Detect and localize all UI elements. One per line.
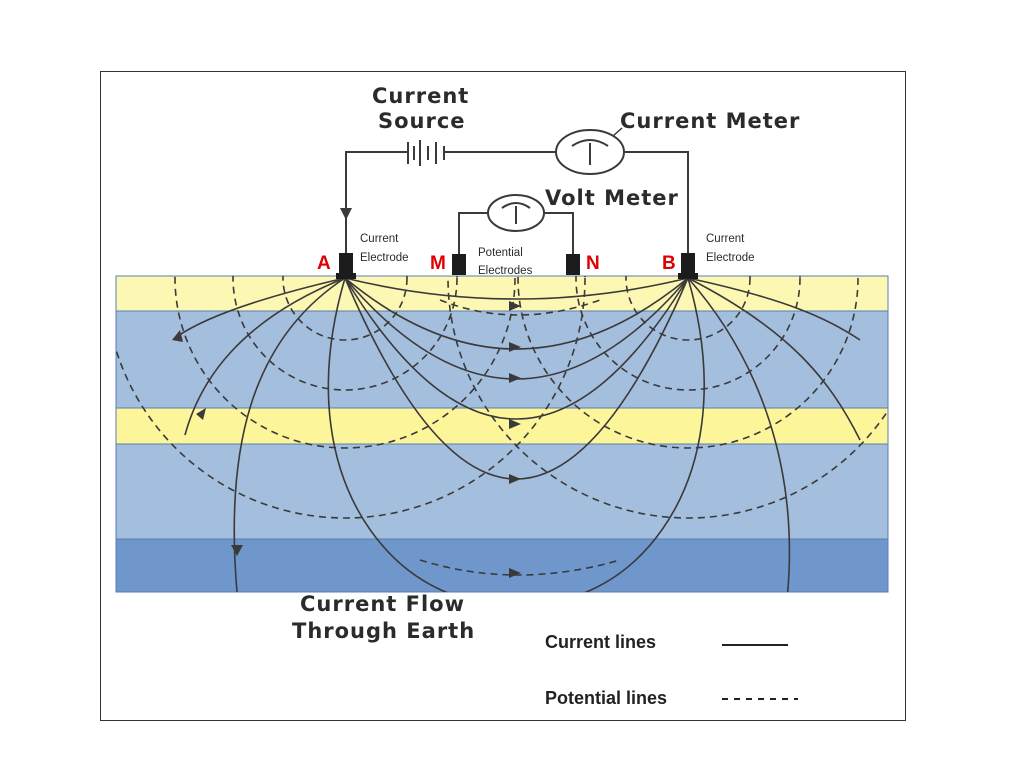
current-meter-label: Current Meter	[620, 109, 800, 133]
potential-electrodes-2: Electrodes	[478, 265, 533, 277]
electrode-b	[681, 253, 695, 275]
battery-icon	[402, 140, 448, 166]
volt-meter-icon	[487, 194, 545, 232]
potential-lines	[116, 276, 888, 576]
electrode-b-letter: B	[662, 253, 676, 274]
top-yellow-layer	[115, 275, 889, 312]
current-flow-label-2: Through Earth	[292, 619, 475, 643]
electrode-m-letter: M	[430, 253, 446, 274]
current-electrode-left-2: Electrode	[360, 252, 409, 264]
current-meter-icon	[555, 129, 625, 175]
earth-layers	[115, 275, 889, 593]
current-electrode-left-1: Current	[360, 233, 399, 245]
middle-yellow-layer	[115, 407, 889, 445]
electrode-a-letter: A	[317, 253, 331, 274]
current-electrode-right-2: Electrode	[706, 252, 755, 264]
upper-blue-layer	[115, 310, 889, 409]
legend: Current lines Potential lines	[545, 632, 798, 708]
current-electrode-right-1: Current	[706, 233, 745, 245]
legend-current-lines: Current lines	[545, 632, 656, 652]
legend-potential-lines: Potential lines	[545, 688, 667, 708]
electrodes	[336, 253, 698, 279]
volt-meter-label: Volt Meter	[545, 186, 679, 210]
electrode-a	[339, 253, 353, 275]
wire-arrow-down	[340, 208, 352, 220]
deep-blue-layer	[115, 538, 889, 593]
circuit-wires	[345, 151, 689, 258]
electrode-n	[566, 254, 580, 275]
lower-blue-layer	[115, 443, 889, 540]
potential-electrodes-1: Potential	[478, 247, 523, 259]
current-flow-label-1: Current Flow	[300, 592, 465, 616]
current-lines	[174, 277, 861, 592]
current-source-label-2: Source	[378, 109, 466, 133]
electrode-n-letter: N	[586, 253, 600, 274]
current-arrows	[172, 301, 521, 578]
electrode-m	[452, 254, 466, 275]
current-source-label-1: Current	[372, 84, 469, 108]
